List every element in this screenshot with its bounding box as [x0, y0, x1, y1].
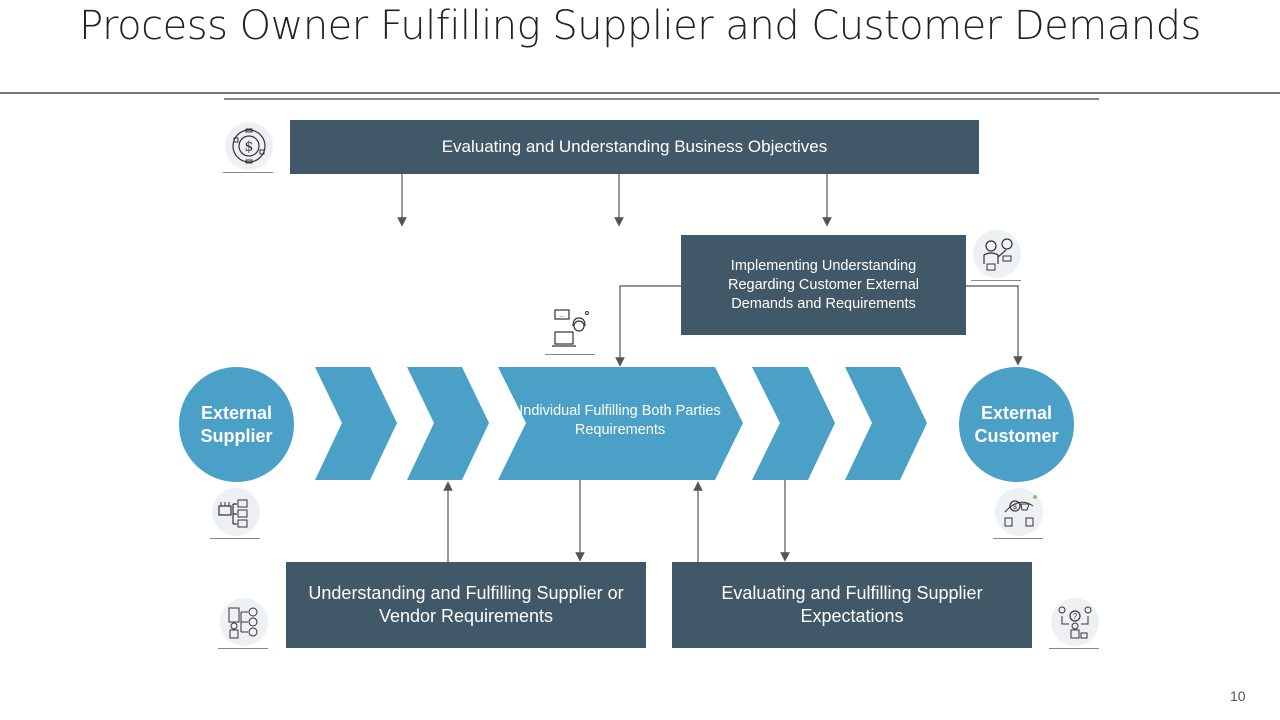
impl-icon-group — [971, 228, 1023, 281]
chevron-5 — [845, 367, 927, 480]
slide-title: Process Owner Fulfilling Supplier and Cu… — [79, 3, 1201, 49]
bottom-right-icon-group: ? — [1049, 596, 1101, 649]
connector-impl-left — [615, 285, 681, 367]
svg-text:?: ? — [1073, 612, 1078, 621]
chevron-center — [498, 367, 743, 480]
center-icon-group: ... — [545, 302, 597, 355]
title-underline — [224, 98, 1099, 100]
top-icon-group: $ — [223, 120, 275, 173]
presenter-idea-icon — [973, 230, 1021, 278]
page-number: 10 — [1230, 688, 1246, 704]
business-objectives-box: Evaluating and Understanding Business Ob… — [290, 120, 979, 174]
vendor-registration-icon — [220, 598, 268, 646]
chevron-4 — [752, 367, 835, 480]
center-process-label: Individual Fulfilling Both Parties Requi… — [519, 403, 721, 438]
dollar-coin-icon: $ — [225, 122, 273, 170]
external-supplier-node: External Supplier — [179, 367, 294, 482]
svg-text:$: $ — [245, 139, 254, 155]
supplier-icon-group — [210, 486, 262, 539]
connector-impl-right — [966, 285, 1023, 366]
customer-icon-group: $ — [993, 486, 1045, 539]
factory-distribution-icon — [212, 488, 260, 536]
bottom-left-icon-group — [218, 596, 270, 649]
chevron-2 — [407, 367, 489, 480]
external-customer-node: External Customer — [959, 367, 1074, 482]
svg-text:$: $ — [1013, 504, 1017, 511]
chevron-1 — [315, 367, 397, 480]
customer-demands-box: Implementing Understanding Regarding Cus… — [681, 235, 966, 335]
supplier-expectations-box: Evaluating and Fulfilling Supplier Expec… — [672, 562, 1032, 648]
vendor-requirements-box: Understanding and Fulfilling Supplier or… — [286, 562, 646, 648]
customer-support-laptop-icon: ... — [547, 304, 595, 352]
title-divider — [0, 92, 1280, 94]
decision-people-icon: ? — [1051, 598, 1099, 646]
svg-text:...: ... — [559, 312, 565, 319]
buyer-seller-exchange-icon: $ — [995, 488, 1043, 536]
